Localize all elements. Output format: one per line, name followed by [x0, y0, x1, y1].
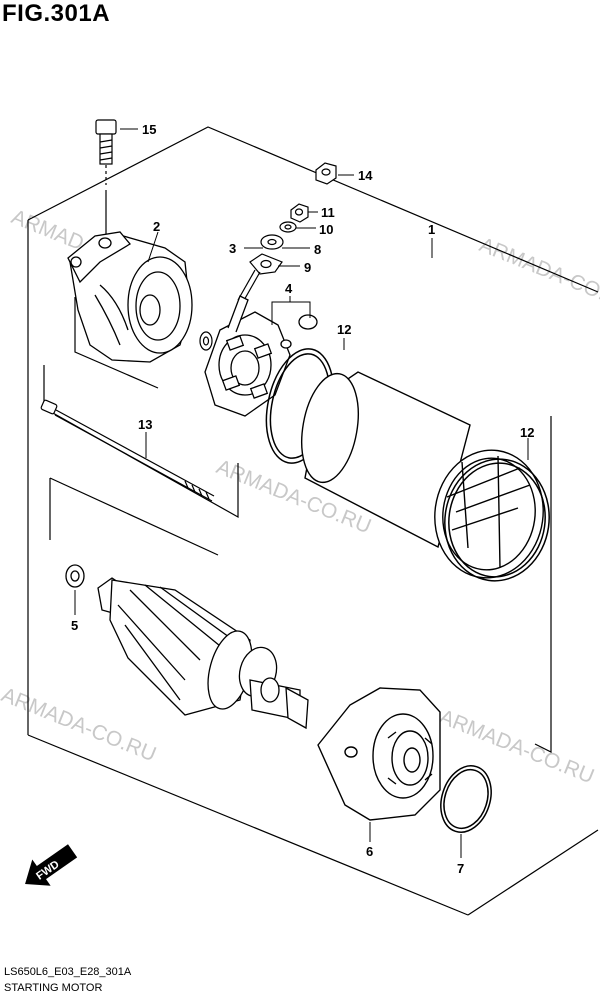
leader-lines — [74, 128, 529, 858]
washer-small — [199, 331, 213, 351]
callout-labels: 15 14 11 10 3 8 9 2 4 12 1 12 13 5 6 7 — [71, 122, 534, 876]
terminal-9 — [237, 253, 283, 303]
callout-1: 1 — [428, 222, 435, 237]
figure-code: LS650L6_E03_E28_301A — [4, 966, 132, 978]
callout-9: 9 — [304, 260, 311, 275]
rear-bracket-2 — [67, 231, 193, 363]
callout-11: 11 — [321, 205, 335, 220]
nut-14 — [315, 162, 337, 185]
washer-3-8 — [260, 234, 284, 250]
callout-8: 8 — [314, 242, 321, 257]
washer-10 — [279, 221, 297, 233]
figure-title: FIG.301A — [2, 0, 111, 27]
callout-12-rear: 12 — [337, 322, 351, 337]
callout-13: 13 — [138, 417, 152, 432]
callout-12-front: 12 — [520, 425, 534, 440]
yoke-housing-1 — [301, 371, 544, 579]
watermark-text: ARMADA-CO.RU — [436, 705, 597, 788]
assembly-outline — [27, 126, 599, 916]
watermark-text: ARMADA-CO.RU — [476, 233, 600, 316]
callout-3: 3 — [229, 241, 236, 256]
fwd-arrow-icon — [25, 844, 78, 886]
callout-4: 4 — [285, 281, 293, 296]
callout-5: 5 — [71, 618, 78, 633]
brush-holder-4 — [204, 295, 318, 417]
long-bolt-13 — [40, 399, 215, 502]
callout-14: 14 — [358, 168, 373, 183]
nut-11 — [290, 203, 309, 223]
fwd-arrow: FWD — [25, 844, 78, 886]
bolt-15 — [95, 119, 117, 235]
washer-5 — [65, 564, 85, 588]
armature — [97, 577, 309, 730]
o-ring-12-front — [444, 458, 550, 582]
front-bracket-6 — [317, 687, 441, 821]
watermark-text: ARMADA-CO.RU — [0, 683, 159, 766]
callout-7: 7 — [457, 861, 464, 876]
callout-2: 2 — [153, 219, 160, 234]
o-ring-7 — [440, 765, 492, 833]
callout-6: 6 — [366, 844, 373, 859]
callout-15: 15 — [142, 122, 156, 137]
callout-10: 10 — [319, 222, 333, 237]
figure-name: STARTING MOTOR — [4, 982, 103, 994]
